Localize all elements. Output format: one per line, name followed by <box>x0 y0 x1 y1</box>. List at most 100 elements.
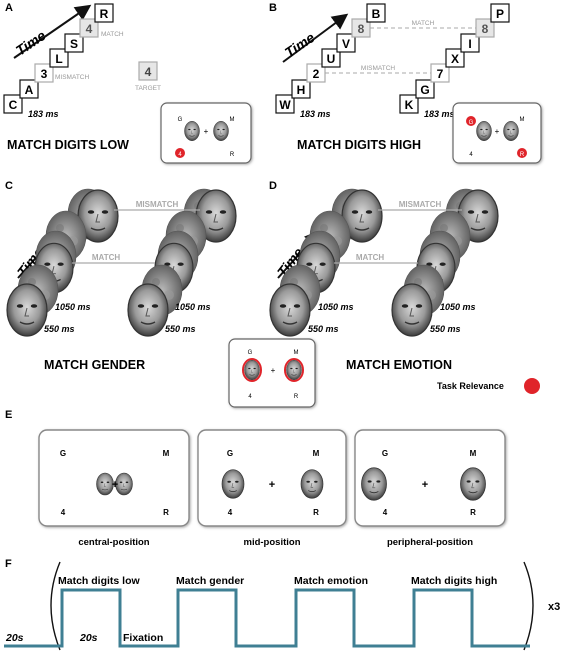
timing-label: 550 ms <box>44 324 75 334</box>
target-box <box>138 61 158 81</box>
stream-letter: U <box>327 52 336 66</box>
face-image <box>6 283 48 337</box>
match-label: MATCH <box>92 253 121 262</box>
face-icon <box>286 359 302 381</box>
relevance-dot <box>517 148 527 158</box>
letter-stream-left: W H 2 U V 8 B <box>275 3 386 114</box>
stream-letter: L <box>55 52 62 66</box>
display-4: 4 <box>228 508 233 517</box>
letter-stream-right: K G 7 X I 8 P <box>399 3 510 114</box>
face-icon <box>221 469 245 499</box>
position-box-central <box>38 429 190 527</box>
bracket-left <box>50 561 61 651</box>
fixation-cross: + <box>271 366 276 375</box>
mismatch-label: MISMATCH <box>399 200 442 209</box>
position-caption: peripheral-position <box>387 537 473 548</box>
panel-e: E G M + 4 R central-position G M + 4 R m… <box>5 409 506 548</box>
panel-letter-d: D <box>269 180 277 192</box>
block-timeline <box>4 588 530 648</box>
display-m: M <box>520 117 525 123</box>
position-box-peripheral <box>354 429 506 527</box>
display-4: 4 <box>248 394 252 400</box>
stream-box <box>94 3 114 23</box>
relevance-dot <box>466 116 476 126</box>
face-icon <box>503 120 519 142</box>
stream-letter: I <box>468 37 471 51</box>
target-label: TARGET <box>135 85 161 92</box>
stream-box <box>79 18 99 38</box>
fixation-label: Fixation <box>123 632 163 644</box>
bracket-right <box>523 561 534 651</box>
timing-label: 550 ms <box>430 324 461 334</box>
face-icon <box>244 359 260 381</box>
display-g: G <box>248 350 253 356</box>
mismatch-label: MISMATCH <box>361 65 395 72</box>
face-icon <box>476 120 492 142</box>
stream-letter: S <box>70 37 78 51</box>
fixation-cross: + <box>204 127 209 136</box>
face-image <box>269 283 311 337</box>
display-r: R <box>313 508 319 517</box>
stream-letter: W <box>279 98 291 112</box>
face-image <box>127 283 169 337</box>
stream-letter: C <box>9 98 18 112</box>
rest-duration: 20s <box>5 632 24 644</box>
panel-title: MATCH GENDER <box>44 358 145 372</box>
stream-letter: B <box>372 7 381 21</box>
display-m: M <box>230 117 235 123</box>
position-box-mid <box>197 429 347 527</box>
display-g: G <box>227 449 233 458</box>
legend-dot <box>524 378 540 394</box>
panel-title: MATCH EMOTION <box>346 358 452 372</box>
face-image <box>391 283 433 337</box>
display-r: R <box>520 152 525 158</box>
panel-a: A Time C A 3 L S 4 R MATCH MISMATCH 183 … <box>3 2 252 164</box>
match-label: MATCH <box>412 20 435 27</box>
timing-label: 183 ms <box>300 109 331 119</box>
time-label: Time <box>282 29 318 61</box>
mismatch-label: MISMATCH <box>136 200 179 209</box>
block-duration: 20s <box>79 632 98 644</box>
timing-label: 183 ms <box>28 109 59 119</box>
face-icon <box>300 469 324 499</box>
letter-stream: C A 3 L S 4 R <box>3 3 114 114</box>
face-icon <box>459 467 487 501</box>
timing-label: 183 ms <box>424 109 455 119</box>
panel-letter-a: A <box>5 2 13 14</box>
display-4: 4 <box>178 152 182 158</box>
panel-title: MATCH DIGITS LOW <box>7 138 129 152</box>
stream-digit: 2 <box>313 67 320 81</box>
stream-letter: P <box>496 7 504 21</box>
timing-label: 1050 ms <box>175 302 211 312</box>
position-caption: central-position <box>78 537 149 548</box>
display-4: 4 <box>61 508 66 517</box>
display-m: M <box>313 449 320 458</box>
panel-c: C Time MISMATCH MATCH 1050 ms 550 ms 105… <box>5 180 316 408</box>
relevance-dot <box>175 148 185 158</box>
timing-label: 550 ms <box>165 324 196 334</box>
face-icon <box>213 120 229 142</box>
display-m: M <box>470 449 477 458</box>
stream-box <box>64 33 84 53</box>
panel-letter-b: B <box>269 2 277 14</box>
display-g: G <box>382 449 388 458</box>
stream-letter: H <box>297 83 306 97</box>
panel-title: MATCH DIGITS HIGH <box>297 138 421 152</box>
fixation-cross: + <box>422 479 428 491</box>
block-label: Match emotion <box>294 575 368 587</box>
display-4: 4 <box>383 508 388 517</box>
relevance-ring <box>242 358 262 382</box>
stream-box <box>19 79 39 99</box>
display-g: G <box>178 117 183 123</box>
relevance-ring <box>284 358 304 382</box>
mismatch-label: MISMATCH <box>55 74 89 81</box>
time-arrow <box>13 4 92 59</box>
stream-letter: G <box>420 83 429 97</box>
display-g: G <box>60 449 66 458</box>
stream-box <box>3 94 23 114</box>
face-icon <box>360 467 388 501</box>
target-digit: 4 <box>145 65 152 79</box>
block-label: Match gender <box>176 575 244 587</box>
stream-box <box>49 48 69 68</box>
